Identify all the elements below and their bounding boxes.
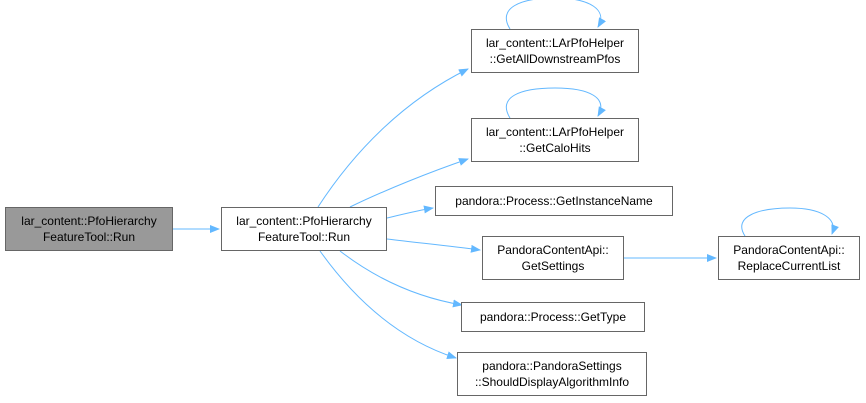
edge-n1-to-n8 — [319, 250, 457, 360]
node-larpfohelper-getcalohits[interactable]: lar_content::LArPfoHelper ::GetCaloHits — [471, 118, 639, 162]
node-pandoracontentapi-replacecurrentlist[interactable]: PandoraContentApi:: ReplaceCurrentList — [718, 236, 860, 280]
node-label-line: GetSettings — [521, 259, 585, 273]
node-pfohierarchy-featuretool-run-root[interactable]: lar_content::PfoHierarchy FeatureTool::R… — [5, 207, 173, 251]
edge-n1-to-n2 — [317, 68, 469, 208]
node-pandoracontentapi-getsettings[interactable]: PandoraContentApi:: GetSettings — [482, 236, 624, 280]
node-larpfohelper-getalldownstreampfos[interactable]: lar_content::LArPfoHelper ::GetAllDownst… — [471, 29, 639, 73]
node-pfohierarchy-featuretool-run[interactable]: lar_content::PfoHierarchy FeatureTool::R… — [221, 207, 387, 251]
node-process-gettype[interactable]: pandora::Process::GetType — [461, 302, 645, 332]
node-pandorasettings-shoulddisplayalgorithminfo[interactable]: pandora::PandoraSettings ::ShouldDisplay… — [457, 352, 647, 396]
node-label-line: ReplaceCurrentList — [737, 259, 841, 273]
node-label-line: lar_content::LArPfoHelper — [485, 36, 625, 50]
call-edges — [173, 0, 839, 360]
node-label-line: pandora::PandoraSettings — [482, 359, 622, 373]
node-label-line: pandora::Process::GetInstanceName — [455, 194, 653, 208]
node-label-line: ::GetAllDownstreamPfos — [489, 52, 621, 66]
node-label-line: PandoraContentApi:: — [497, 243, 609, 257]
node-process-getinstancename[interactable]: pandora::Process::GetInstanceName — [435, 186, 673, 216]
node-label-line: ::ShouldDisplayAlgorithmInfo — [474, 375, 630, 389]
node-label-line: lar_content::LArPfoHelper — [485, 125, 625, 139]
node-label-line: PandoraContentApi:: — [733, 243, 845, 257]
node-label-line: FeatureTool::Run — [257, 230, 351, 244]
edge-n1-to-n5 — [386, 238, 481, 253]
node-label-line: lar_content::PfoHierarchy — [236, 214, 372, 228]
node-label-line: lar_content::PfoHierarchy — [21, 214, 157, 228]
edge-n1-to-n3 — [349, 158, 469, 208]
node-label-line: pandora::Process::GetType — [479, 310, 627, 324]
edge-n2-to-n2 — [505, 0, 607, 30]
edge-n6-to-n6 — [741, 207, 839, 237]
edge-n1-to-n4 — [386, 205, 434, 219]
node-label-line: FeatureTool::Run — [42, 230, 136, 244]
node-label-line: ::GetCaloHits — [519, 141, 591, 155]
edge-n1-to-n7 — [339, 250, 463, 308]
edge-n3-to-n3 — [505, 87, 606, 119]
